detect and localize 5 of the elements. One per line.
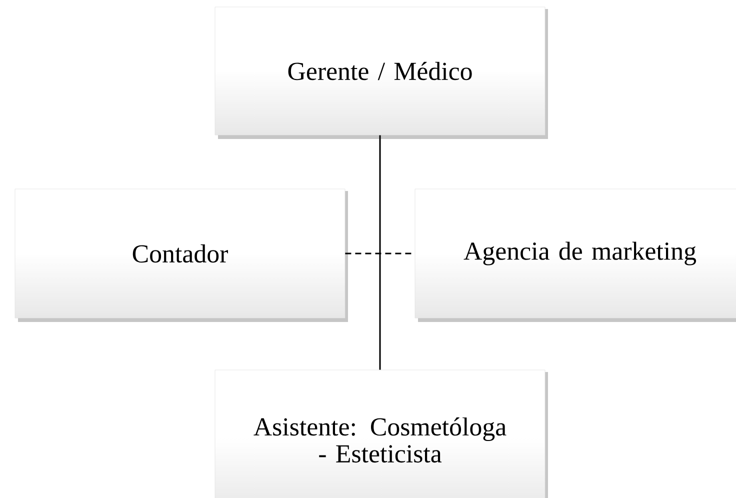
org-box: Gerente / Médico (214, 6, 548, 139)
org-box: Contador (14, 188, 348, 322)
org-box: Asistente: Cosmetóloga - Esteticista (214, 370, 548, 498)
org-box: Agencia de marketing (414, 188, 736, 322)
connector-line (379, 135, 381, 370)
